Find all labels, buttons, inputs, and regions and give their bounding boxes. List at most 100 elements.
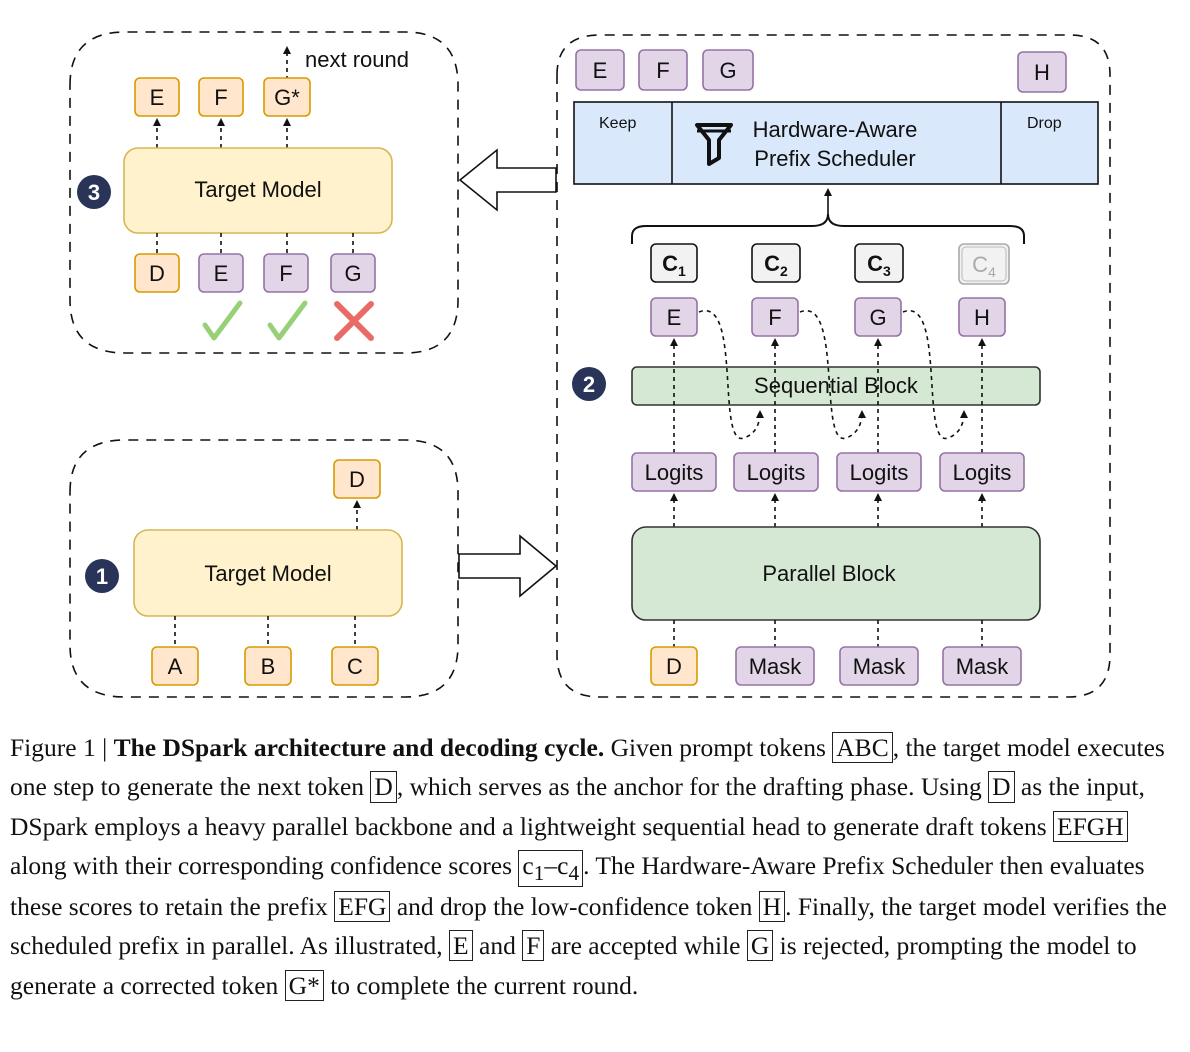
token-chip: F: [522, 930, 545, 962]
panel-drafting: E F G H Keep Drop Hardware-Aware Prefix …: [556, 34, 1111, 698]
caption-text: . The Hardware-Aware Prefix Scheduler th…: [10, 851, 1145, 921]
svg-text:G: G: [344, 261, 361, 286]
check-icon: [202, 300, 243, 341]
dropped-token: H: [1017, 51, 1067, 93]
token-chip: EFGH: [1053, 810, 1128, 843]
draft-token: G: [854, 297, 902, 337]
architecture-diagram: next round E F G* Target Model 3 D: [69, 31, 1111, 698]
logits-node: Logits: [631, 452, 717, 492]
svg-text:1: 1: [96, 564, 108, 589]
caption-text: as the input, DSpark employs a heavy par…: [10, 772, 1145, 841]
draft-token: F: [751, 297, 799, 337]
scheduler-title-line1: Hardware-Aware: [753, 117, 918, 142]
prefix-scheduler: [573, 101, 1099, 185]
logits-node: Logits: [836, 452, 922, 492]
svg-text:C3: C3: [867, 251, 891, 279]
figure-label: Figure 1 |: [10, 733, 114, 762]
prompt-token: C: [331, 646, 379, 686]
draft-token: E: [650, 297, 698, 337]
svg-text:C2: C2: [764, 251, 788, 279]
svg-text:Logits: Logits: [645, 460, 704, 485]
token-chip: ABC: [832, 732, 893, 764]
step-1-badge: 1: [85, 559, 119, 593]
parallel-block-label: Parallel Block: [762, 561, 896, 586]
verify-output-token: E: [134, 77, 180, 117]
scheduler-title-line2: Prefix Scheduler: [754, 146, 915, 171]
verify-input-token: G: [330, 253, 376, 293]
verify-output-token: F: [198, 77, 244, 117]
parallel-block: [631, 526, 1041, 621]
svg-text:Logits: Logits: [850, 460, 909, 485]
svg-text:G*: G*: [274, 85, 300, 110]
svg-text:E: E: [593, 58, 608, 83]
caption-text: and drop the low-confidence token: [390, 891, 759, 921]
caption-text: , the target model executes one step to …: [10, 733, 1165, 802]
caption-text: Given prompt tokens: [604, 733, 833, 762]
verify-input-token: F: [263, 253, 309, 293]
hollow-arrow-left: [458, 148, 557, 212]
cross-icon: [334, 301, 374, 341]
draft-token: H: [958, 297, 1006, 337]
funnel-icon: [695, 123, 733, 166]
svg-text:H: H: [1034, 60, 1050, 85]
svg-text:D: D: [349, 467, 365, 492]
svg-text:A: A: [168, 654, 183, 679]
svg-text:F: F: [214, 85, 227, 110]
mask-input-token: Mask: [839, 646, 919, 686]
svg-text:G: G: [869, 305, 886, 330]
token-chip: E: [449, 930, 473, 962]
sequential-block-label: Sequential Block: [754, 373, 919, 398]
target-model-verify: [123, 147, 393, 234]
token-chip: G: [746, 930, 774, 962]
svg-text:F: F: [768, 305, 781, 330]
sequential-block: [631, 366, 1041, 406]
kept-token: E: [575, 49, 625, 91]
kept-token: G: [702, 49, 754, 91]
confidence-score: C1: [650, 243, 698, 283]
panel-verification: next round E F G* Target Model 3 D: [69, 31, 459, 354]
logits-node: Logits: [733, 452, 819, 492]
token-chip: H: [758, 890, 786, 923]
anchor-input-token: D: [650, 646, 698, 686]
confidence-score: C2: [751, 243, 801, 283]
svg-text:Mask: Mask: [853, 654, 907, 679]
caption-text: to complete the current round.: [323, 970, 639, 1000]
target-model-prefill-label: Target Model: [204, 561, 331, 586]
verify-input-token: D: [134, 253, 180, 293]
verify-input-token: E: [198, 253, 244, 293]
svg-text:3: 3: [88, 180, 100, 205]
step-2-badge: 2: [572, 367, 606, 401]
target-model-verify-label: Target Model: [194, 177, 321, 202]
svg-text:F: F: [656, 58, 669, 83]
panel1-border: [69, 439, 459, 698]
svg-text:E: E: [667, 305, 682, 330]
prompt-token: B: [244, 646, 292, 686]
confidence-score: C3: [854, 243, 904, 283]
caption-text: . Finally, the target model verifies the…: [10, 891, 1167, 961]
panel3-border: [69, 31, 459, 354]
svg-text:G: G: [719, 58, 736, 83]
caption-text: and: [472, 931, 523, 961]
svg-text:C4: C4: [972, 252, 996, 280]
svg-text:H: H: [974, 305, 990, 330]
svg-text:C: C: [347, 654, 363, 679]
figure-caption: Figure 1 | The DSpark architecture and d…: [10, 728, 1180, 1005]
caption-text: are accepted while: [544, 931, 747, 961]
scheduler-drop-label: Drop: [1027, 115, 1062, 132]
mask-input-token: Mask: [735, 646, 815, 686]
confidence-brace: [631, 213, 1025, 244]
svg-text:E: E: [150, 85, 165, 110]
hollow-arrow-right: [458, 534, 558, 598]
prompt-token: A: [151, 646, 199, 686]
check-icon: [267, 300, 308, 341]
verify-output-token-corrected: G*: [263, 77, 311, 117]
svg-text:Logits: Logits: [953, 460, 1012, 485]
mask-input-token: Mask: [942, 646, 1022, 686]
svg-text:Logits: Logits: [747, 460, 806, 485]
step-3-badge: 3: [77, 175, 111, 209]
svg-text:D: D: [149, 261, 165, 286]
svg-text:Mask: Mask: [956, 654, 1010, 679]
svg-text:C1: C1: [662, 251, 686, 279]
confidence-range-chip: c1–c4: [518, 850, 584, 887]
svg-text:D: D: [666, 654, 682, 679]
